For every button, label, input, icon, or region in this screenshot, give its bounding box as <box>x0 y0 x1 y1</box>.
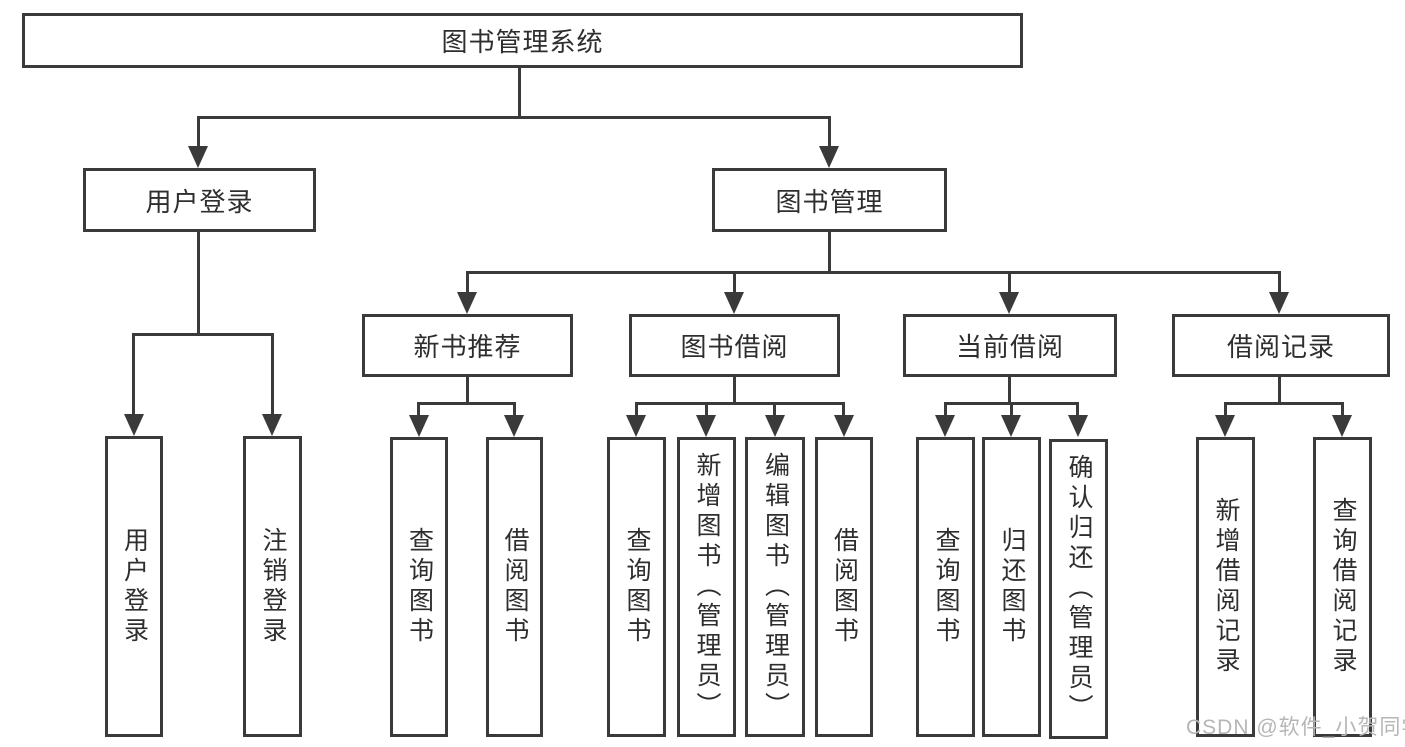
node-query-books-current: 查询图书 <box>916 437 975 737</box>
connector-line <box>132 333 135 418</box>
node-logout: 注销登录 <box>243 436 302 737</box>
node-edit-books-admin: 编辑图书（管理员） <box>745 437 805 737</box>
node-confirm-return-admin: 确认归还（管理员） <box>1049 439 1108 739</box>
connector-line <box>828 116 831 150</box>
connector-line <box>1224 402 1343 405</box>
arrow-down-icon <box>696 415 716 437</box>
node-return-books: 归还图书 <box>982 437 1041 737</box>
connector-line <box>733 271 736 297</box>
connector-line <box>1278 375 1281 405</box>
arrow-down-icon <box>999 292 1019 314</box>
node-user-login: 用户登录 <box>83 168 316 232</box>
node-query-borrow-record: 查询借阅记录 <box>1313 437 1372 737</box>
connector-line <box>1008 271 1011 297</box>
connector-line <box>1076 402 1079 418</box>
connector-line <box>1008 375 1011 405</box>
node-query-books-recommend: 查询图书 <box>390 437 448 737</box>
arrow-down-icon <box>262 414 282 436</box>
arrow-down-icon <box>819 146 839 168</box>
arrow-down-icon <box>724 292 744 314</box>
connector-line <box>944 402 947 418</box>
connector-line <box>635 402 638 418</box>
connector-line <box>635 402 845 405</box>
connector-line <box>197 230 200 336</box>
node-add-books-admin: 新增图书（管理员） <box>677 437 736 737</box>
node-borrowing-records: 借阅记录 <box>1172 314 1390 377</box>
arrow-down-icon <box>935 415 955 437</box>
connector-line <box>466 271 1281 274</box>
node-user-login-action: 用户登录 <box>105 436 163 737</box>
connector-line <box>271 333 274 418</box>
arrow-down-icon <box>1215 415 1235 437</box>
connector-line <box>417 402 516 405</box>
connector-line <box>132 333 274 336</box>
arrow-down-icon <box>1068 415 1088 437</box>
arrow-down-icon <box>1001 415 1021 437</box>
arrow-down-icon <box>124 414 144 436</box>
node-library-management-system: 图书管理系统 <box>22 13 1023 68</box>
node-borrow-books: 借阅图书 <box>815 437 873 737</box>
node-book-management: 图书管理 <box>712 168 947 232</box>
node-query-books-borrowing: 查询图书 <box>607 437 666 737</box>
connector-line <box>1224 402 1227 418</box>
node-add-borrow-record: 新增借阅记录 <box>1196 437 1255 737</box>
connector-line <box>705 402 708 418</box>
connector-line <box>1010 402 1013 418</box>
connector-line <box>518 66 521 118</box>
node-borrow-books-recommend: 借阅图书 <box>486 437 543 737</box>
arrow-down-icon <box>834 415 854 437</box>
arrow-down-icon <box>409 415 429 437</box>
arrow-down-icon <box>1269 292 1289 314</box>
arrow-down-icon <box>504 415 524 437</box>
connector-line <box>197 116 200 150</box>
arrow-down-icon <box>1332 415 1352 437</box>
connector-line <box>1278 271 1281 297</box>
connector-line <box>733 375 736 405</box>
arrow-down-icon <box>457 292 477 314</box>
connector-line <box>1341 402 1344 418</box>
arrow-down-icon <box>188 146 208 168</box>
node-book-borrowing: 图书借阅 <box>629 314 840 377</box>
connector-line <box>842 402 845 418</box>
node-new-book-recommendation: 新书推荐 <box>362 314 573 377</box>
connector-line <box>773 402 776 418</box>
node-current-borrowing: 当前借阅 <box>903 314 1117 377</box>
csdn-watermark: CSDN @软件_小贺同学 <box>1186 716 1405 739</box>
connector-line <box>513 402 516 418</box>
connector-line <box>828 230 831 274</box>
arrow-down-icon <box>765 415 785 437</box>
connector-line <box>417 402 420 418</box>
connector-line <box>466 271 469 297</box>
connector-line <box>466 375 469 405</box>
connector-line <box>197 116 831 119</box>
arrow-down-icon <box>626 415 646 437</box>
